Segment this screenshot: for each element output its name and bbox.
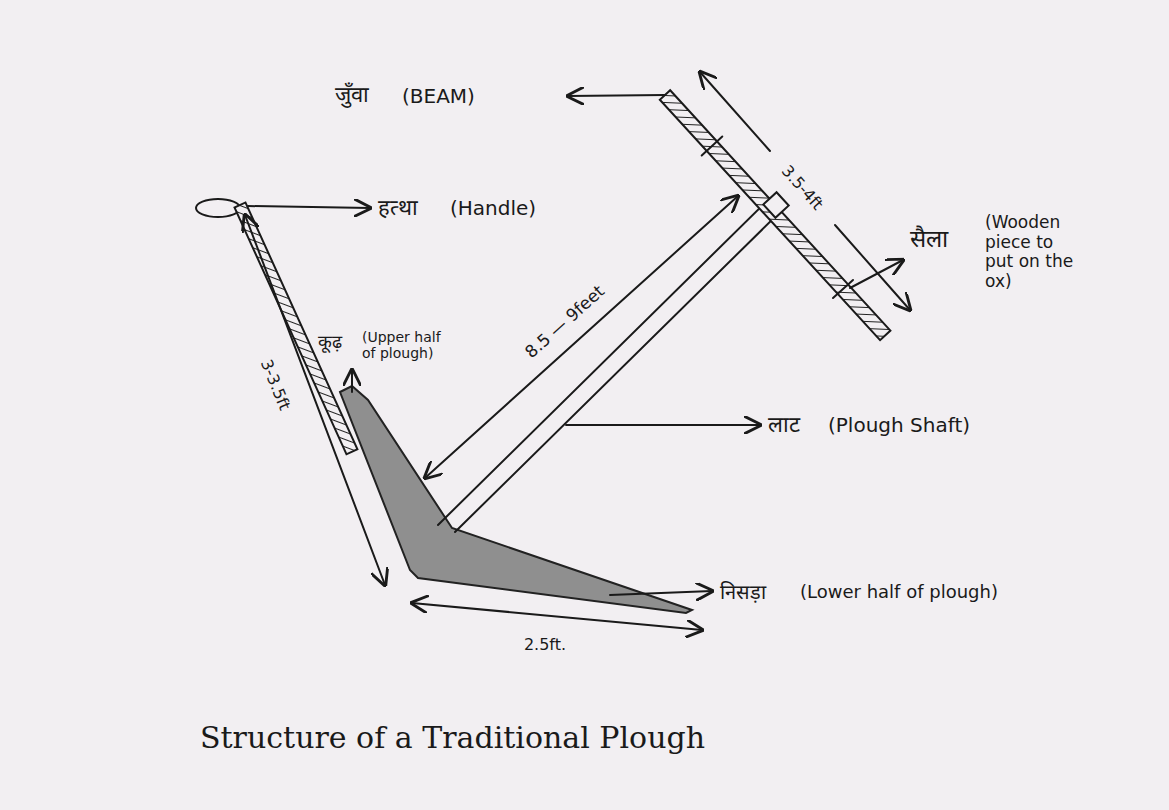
part-label: (Wooden piece to put on the ox) xyxy=(985,213,1085,291)
dimension-line xyxy=(245,215,385,585)
dimension-line xyxy=(700,72,770,151)
part-label: 2.5ft. xyxy=(522,636,568,654)
part-label: निसड़ा xyxy=(720,581,766,604)
leader-arrow xyxy=(566,424,760,426)
caption: Structure of a Traditional Plough xyxy=(200,720,705,755)
part-label: कूढ़ xyxy=(318,332,342,353)
beam-bar xyxy=(660,90,891,340)
part-label: (Upper half of plough) xyxy=(362,329,452,361)
shaft-line xyxy=(455,210,782,532)
dimension-line xyxy=(412,603,702,630)
leader-arrow xyxy=(610,591,712,595)
part-label: सैला xyxy=(910,226,948,254)
part-label: हत्था xyxy=(378,195,418,220)
dimension-line xyxy=(425,196,738,478)
part-label: (BEAM) xyxy=(402,85,475,108)
handle-grip xyxy=(196,199,240,217)
part-label: लाट xyxy=(768,412,800,437)
shaft-line xyxy=(438,198,770,525)
part-label: 3-3.5ft xyxy=(256,355,294,415)
part-label: (Plough Shaft) xyxy=(828,414,970,437)
beam-tick xyxy=(702,137,723,156)
part-label: (Handle) xyxy=(450,197,536,220)
leader-arrow xyxy=(351,370,353,392)
dimension-line xyxy=(835,225,910,310)
shaft-joint xyxy=(763,192,788,217)
leader-arrow xyxy=(850,260,903,288)
leader-arrow xyxy=(568,95,665,96)
leader-arrow xyxy=(248,206,370,208)
plough-body xyxy=(340,386,692,613)
handle-bar xyxy=(235,203,358,455)
part-label: जुँवा xyxy=(335,82,369,107)
part-label: (Lower half of plough) xyxy=(800,582,998,603)
beam-tick xyxy=(833,280,853,298)
